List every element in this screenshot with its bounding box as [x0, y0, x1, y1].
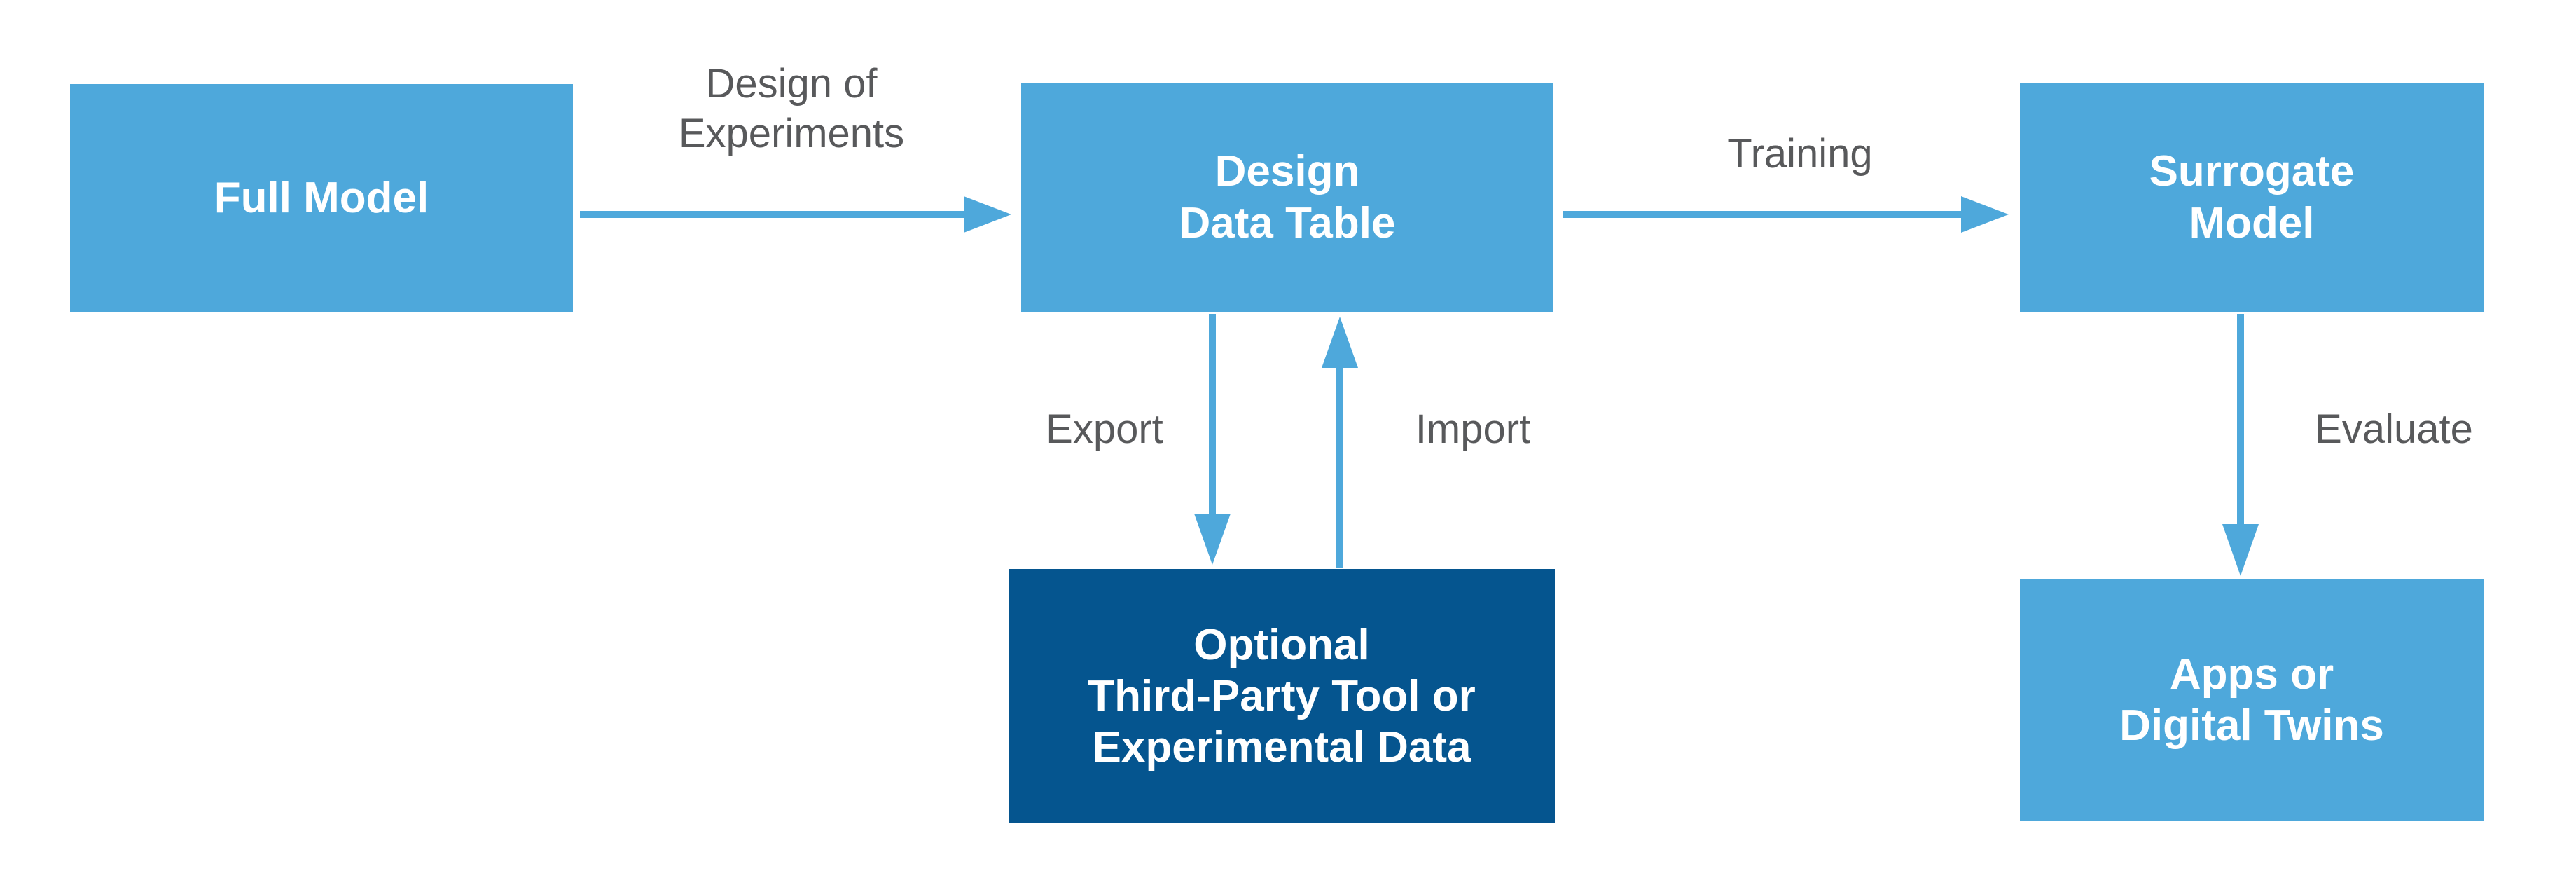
edge-label-design-of-experiments: Design of Experiments	[678, 61, 905, 156]
edge-label-export: Export	[1046, 406, 1163, 452]
edge-label-import: Import	[1415, 406, 1531, 452]
arrow-design-of-experiments	[580, 196, 1011, 233]
arrow-import	[1322, 317, 1358, 568]
edge-label-training: Training	[1727, 131, 1873, 177]
node-full-model-label: Full Model	[214, 173, 429, 222]
node-surrogate-model: Surrogate Model	[2020, 83, 2484, 312]
node-design-data-table: Design Data Table	[1021, 83, 1553, 312]
node-surrogate-model-label: Surrogate Model	[2149, 147, 2355, 247]
arrow-training	[1563, 196, 2009, 233]
node-optional-third-party-tool: Optional Third-Party Tool or Experimenta…	[1009, 569, 1555, 823]
arrow-evaluate	[2222, 314, 2259, 576]
node-apps-or-digital-twins-label: Apps or Digital Twins	[2119, 650, 2384, 750]
node-full-model: Full Model	[70, 84, 573, 312]
node-apps-or-digital-twins: Apps or Digital Twins	[2020, 579, 2484, 821]
node-design-data-table-label: Design Data Table	[1179, 147, 1396, 247]
edge-label-evaluate: Evaluate	[2315, 406, 2473, 452]
node-optional-third-party-tool-label: Optional Third-Party Tool or Experimenta…	[1088, 620, 1476, 772]
